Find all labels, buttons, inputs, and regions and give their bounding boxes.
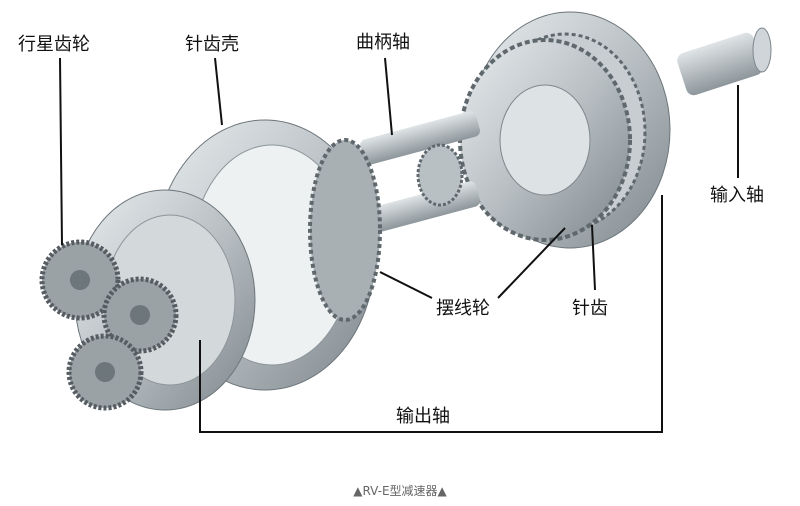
label-planet-gear: 行星齿轮 — [18, 34, 90, 55]
pin-gear-part — [458, 11, 671, 249]
figure-caption: ▲RV-E型减速器▲ — [353, 484, 447, 498]
label-crankshaft: 曲柄轴 — [356, 32, 410, 53]
label-pin-gear: 针齿 — [572, 298, 608, 319]
label-output-shaft: 输出轴 — [396, 406, 450, 427]
leader-lines — [59, 57, 739, 433]
label-pin-housing: 针齿壳 — [185, 34, 239, 55]
input-shaft-part — [677, 27, 772, 96]
label-cycloid-disc: 摆线轮 — [436, 298, 490, 319]
crankshaft-part — [360, 111, 480, 235]
planet-gears-part — [39, 239, 179, 411]
label-input-shaft: 输入轴 — [710, 185, 764, 206]
